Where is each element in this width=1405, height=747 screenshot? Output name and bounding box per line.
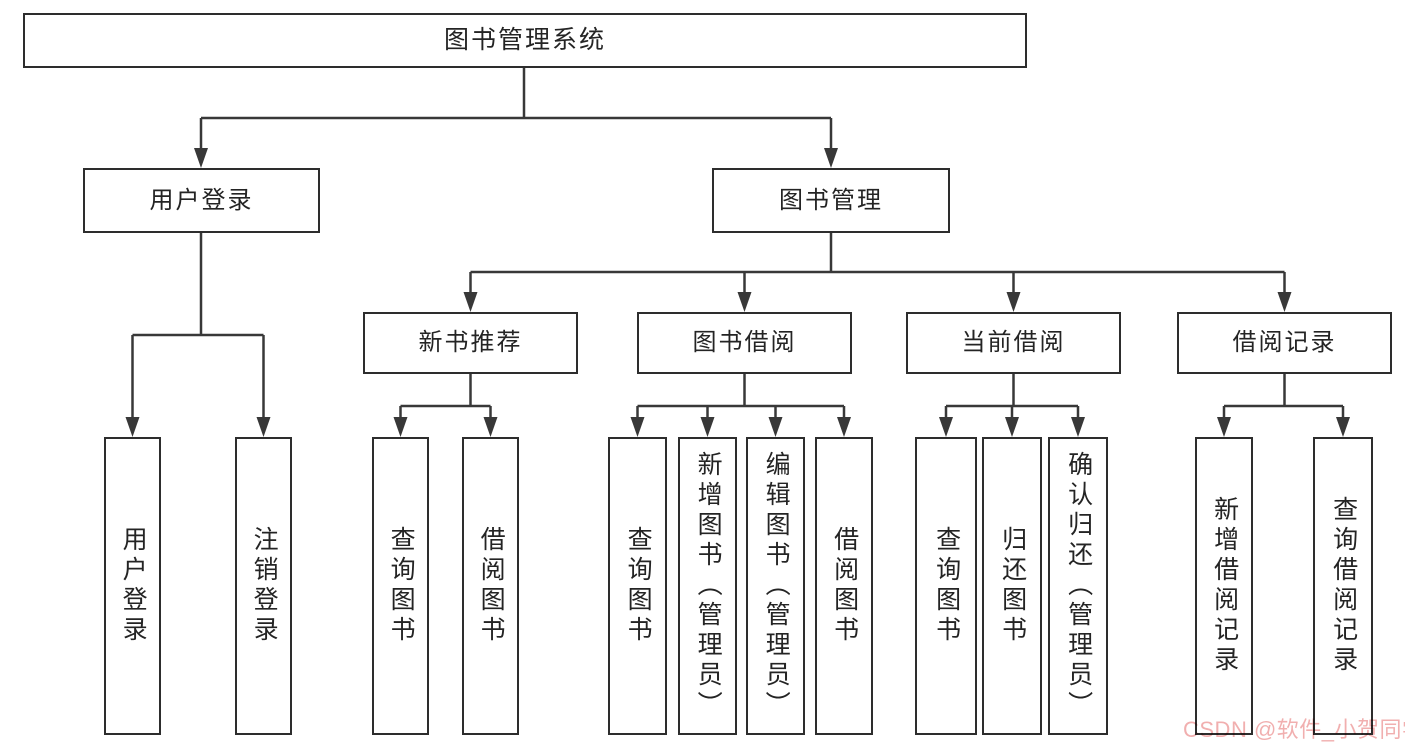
arrowhead	[700, 417, 715, 437]
leaf-edit-book-admin: 编辑图书（管理员）	[746, 437, 805, 735]
arrowhead	[1217, 417, 1231, 437]
arrowhead	[463, 292, 478, 312]
node-book-borrow: 图书借阅	[637, 312, 852, 374]
arrowhead	[1336, 417, 1350, 437]
arrowhead	[1005, 417, 1019, 437]
leaf-logout: 注销登录	[235, 437, 292, 735]
leaf-query-book-1: 查询图书	[372, 437, 429, 735]
arrowhead	[939, 417, 953, 437]
leaf-user-login: 用户登录	[104, 437, 161, 735]
arrowhead	[768, 417, 783, 437]
node-book-management: 图书管理	[712, 168, 950, 233]
leaf-borrow-book-2: 借阅图书	[815, 437, 873, 735]
arrowhead	[824, 148, 838, 168]
watermark: CSDN @软件_小贺同学	[1183, 717, 1405, 742]
node-library-management-system: 图书管理系统	[23, 13, 1027, 68]
arrowhead	[483, 417, 498, 437]
arrowhead	[256, 417, 271, 437]
arrowhead	[837, 417, 851, 437]
leaf-query-book-3: 查询图书	[915, 437, 977, 735]
node-new-book-recommend: 新书推荐	[363, 312, 578, 374]
node-user-login: 用户登录	[83, 168, 320, 233]
leaf-query-borrow-record: 查询借阅记录	[1313, 437, 1373, 735]
leaf-query-book-2: 查询图书	[608, 437, 667, 735]
node-borrow-record: 借阅记录	[1177, 312, 1392, 374]
arrowhead	[1006, 292, 1021, 312]
leaf-return-book: 归还图书	[982, 437, 1042, 735]
node-current-borrow: 当前借阅	[906, 312, 1121, 374]
arrowhead	[737, 292, 752, 312]
arrowhead	[125, 417, 140, 437]
leaf-borrow-book-1: 借阅图书	[462, 437, 519, 735]
arrowhead	[1071, 417, 1085, 437]
arrowhead	[1277, 292, 1292, 312]
leaf-add-book-admin: 新增图书（管理员）	[678, 437, 737, 735]
arrowhead	[630, 417, 645, 437]
leaf-add-borrow-record: 新增借阅记录	[1195, 437, 1253, 735]
arrowhead	[194, 148, 208, 168]
arrowhead	[393, 417, 408, 437]
leaf-confirm-return-admin: 确认归还（管理员）	[1048, 437, 1108, 735]
